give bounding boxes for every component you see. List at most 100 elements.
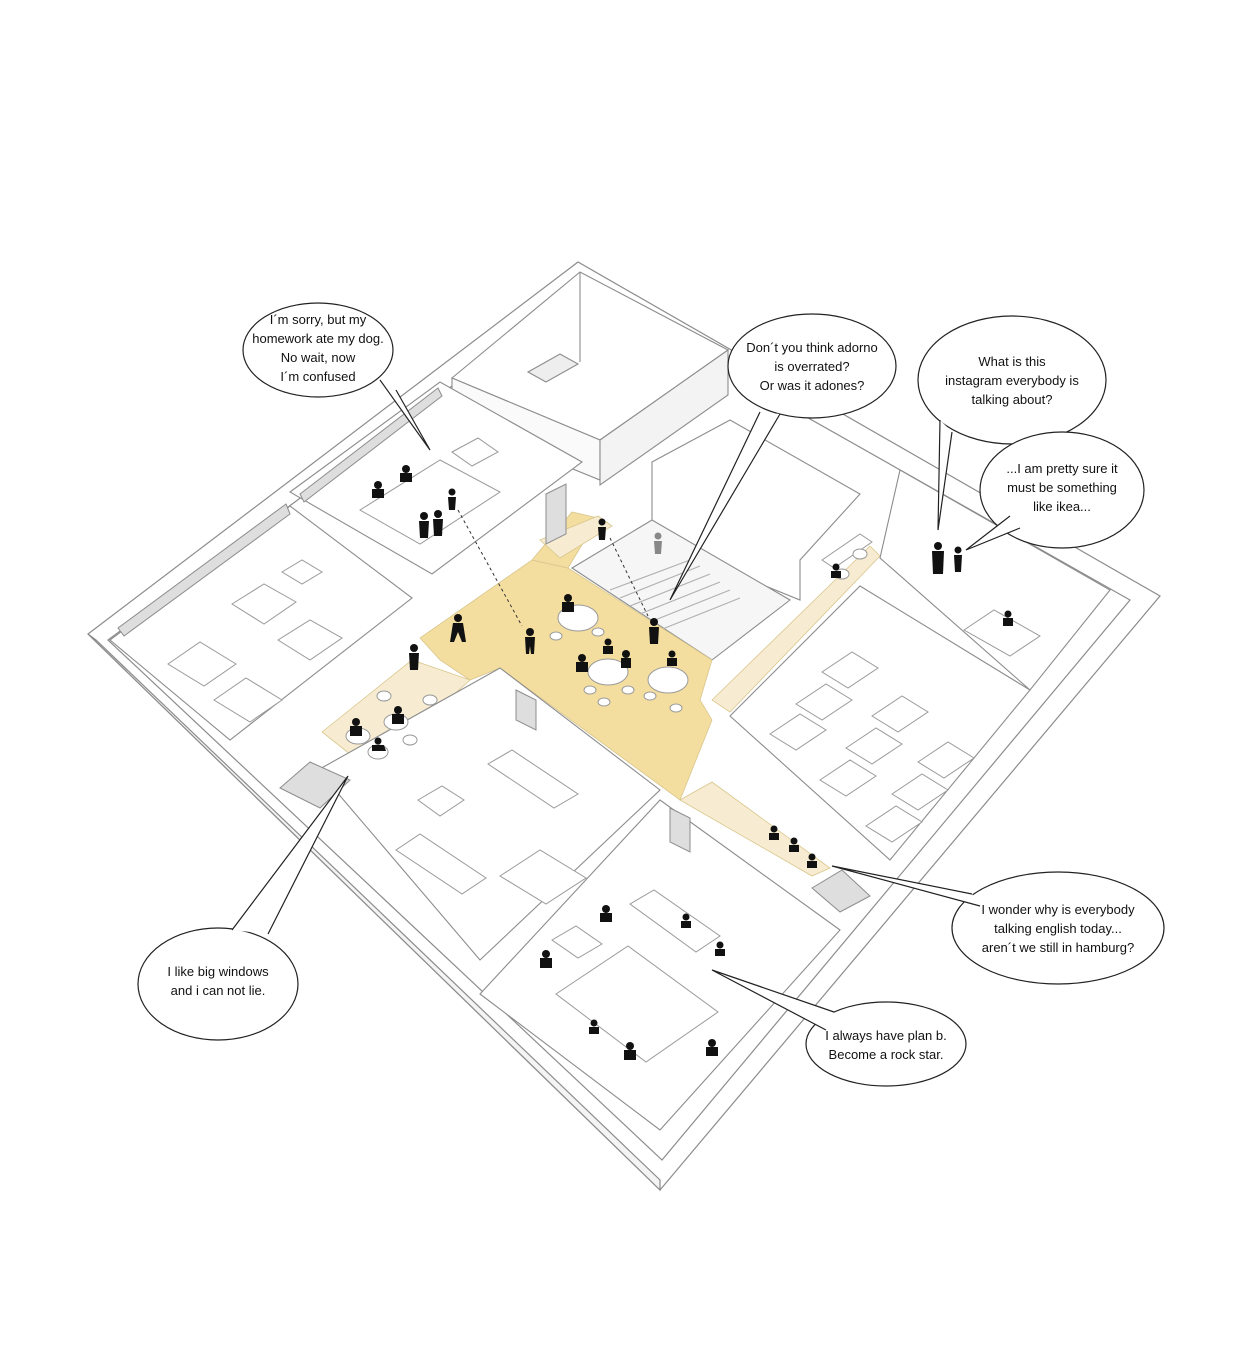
speech-bubble-instagram — [917, 315, 1107, 445]
person-silhouette — [603, 638, 613, 654]
person-silhouette — [525, 628, 535, 654]
stair-tower — [450, 271, 730, 487]
table — [213, 677, 283, 723]
person-silhouette — [831, 563, 841, 578]
people — [350, 465, 1013, 1060]
table — [231, 583, 297, 625]
person-silhouette — [715, 941, 725, 956]
speech-bubble-ikea — [979, 431, 1145, 549]
person-silhouette — [789, 837, 799, 852]
door-lower-left — [515, 689, 537, 731]
person-silhouette — [350, 718, 362, 736]
stool — [621, 685, 635, 695]
person-silhouette — [589, 1019, 599, 1034]
person-silhouette — [392, 706, 404, 724]
table — [821, 651, 879, 689]
atrium-volume — [570, 419, 861, 661]
stool — [597, 697, 611, 707]
person-silhouette — [681, 913, 691, 928]
table — [819, 759, 877, 797]
stool — [376, 690, 392, 702]
table — [281, 559, 323, 585]
counter — [821, 533, 873, 569]
bubble-tail — [379, 379, 431, 451]
person-silhouette — [409, 644, 419, 670]
speech-bubble-planb — [805, 1001, 967, 1087]
round-table — [647, 666, 689, 694]
speech-bubble-windows — [137, 927, 299, 1041]
table — [487, 749, 579, 809]
person-silhouette — [372, 481, 384, 498]
bubble-tail — [937, 419, 953, 531]
window-left-room — [117, 503, 291, 637]
tower-right-face — [599, 348, 729, 487]
table — [845, 727, 903, 765]
stool — [669, 703, 683, 713]
table — [871, 695, 929, 733]
table — [795, 683, 853, 721]
stool — [549, 631, 563, 641]
bubble-tail — [965, 515, 1021, 551]
bubble-tail — [231, 775, 349, 935]
room-bottom — [479, 799, 841, 1131]
stair-well — [570, 519, 791, 661]
table — [629, 889, 721, 953]
person-silhouette — [932, 542, 944, 574]
rooms — [109, 381, 1111, 1131]
person-silhouette — [654, 532, 662, 554]
stool — [583, 685, 597, 695]
person-silhouette — [372, 737, 386, 751]
table — [963, 609, 1041, 657]
person-silhouette — [600, 905, 612, 922]
table — [551, 925, 603, 959]
person-silhouette — [400, 465, 412, 482]
table — [555, 945, 719, 1063]
furniture — [167, 437, 1041, 1063]
speech-bubble-english — [951, 871, 1165, 985]
table — [167, 641, 237, 687]
stool — [422, 694, 438, 706]
speech-bubble-homework — [242, 302, 394, 398]
bubble-tail — [669, 411, 781, 601]
stool — [402, 734, 418, 746]
person-silhouette — [576, 654, 588, 672]
door-bottom-room — [669, 807, 691, 853]
table — [865, 805, 923, 843]
speech-bubble-adorno — [727, 313, 897, 419]
person-silhouette — [621, 650, 631, 668]
door-top-room — [545, 483, 567, 545]
dashed-arrow — [457, 509, 523, 627]
stool — [591, 627, 605, 637]
bubble-tail — [831, 865, 981, 907]
person-silhouette — [540, 950, 552, 968]
window-corridor-left — [279, 761, 351, 809]
bubble-tail — [711, 969, 835, 1031]
person-silhouette — [769, 825, 779, 840]
person-silhouette — [1003, 610, 1013, 626]
stair-steps — [609, 559, 741, 631]
corridor-lower-light — [679, 781, 831, 877]
table — [359, 459, 501, 545]
person-silhouette — [448, 488, 456, 510]
table — [451, 437, 499, 467]
person-silhouette — [433, 510, 443, 536]
speech-bubbles — [137, 302, 1165, 1087]
person-silhouette — [562, 594, 574, 612]
person-silhouette — [450, 614, 466, 642]
person-silhouette — [598, 518, 606, 540]
person-silhouette — [667, 650, 677, 666]
table — [417, 785, 465, 817]
dashed-arrow — [609, 537, 649, 617]
person-silhouette — [624, 1042, 636, 1060]
table — [277, 619, 343, 661]
table — [891, 773, 949, 811]
tower-landing — [526, 353, 580, 383]
interaction-arrows — [457, 509, 649, 627]
table — [395, 833, 487, 895]
table — [917, 741, 975, 779]
person-silhouette — [419, 512, 429, 538]
person-silhouette — [954, 546, 962, 572]
table — [769, 713, 827, 751]
corridor-upper-light — [539, 515, 613, 559]
